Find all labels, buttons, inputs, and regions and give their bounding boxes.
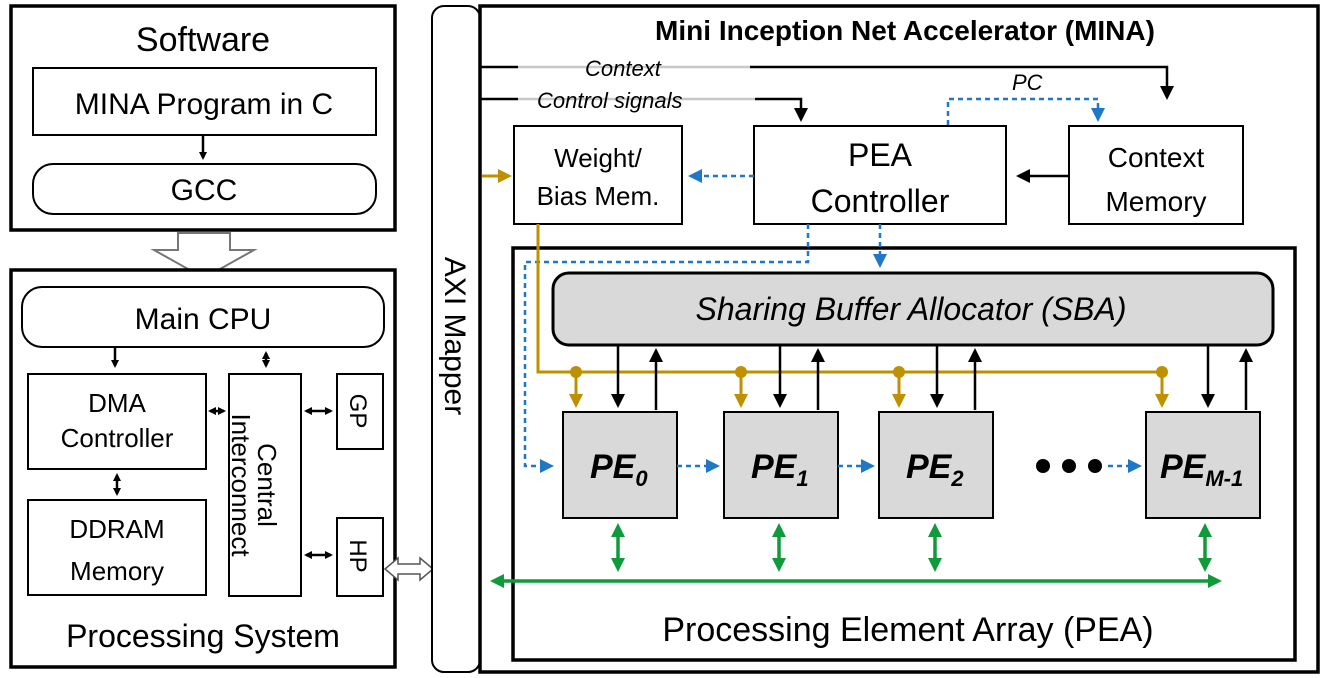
pe-bus-links [611, 523, 1212, 572]
context-memory-label-2: Memory [1105, 186, 1206, 217]
weight-label-2: Bias Mem. [537, 181, 660, 211]
context-label: Context [585, 56, 662, 81]
pe-m-1-sub: M-1 [1205, 466, 1243, 491]
control-signals-label: Control signals [537, 88, 683, 113]
pe-0: PE0 [562, 411, 678, 519]
sba-label: Sharing Buffer Allocator (SBA) [696, 291, 1127, 327]
pea-controller-label-2: Controller [811, 183, 950, 219]
pe-0-sub: 0 [635, 466, 648, 491]
pe-2-name: PE [906, 448, 953, 486]
main-cpu-box [21, 286, 385, 348]
svg-text:PE1: PE1 [751, 448, 809, 491]
weight-bias-memory-box [513, 125, 683, 225]
hp-label: HP [344, 539, 371, 572]
pe-2-sub: 2 [950, 466, 964, 491]
svg-text:PE2: PE2 [906, 448, 964, 491]
interconnect-label-2: Interconnect [226, 413, 256, 557]
pea-title: Processing Element Array (PEA) [662, 611, 1153, 649]
dma-label-2: Controller [61, 423, 174, 453]
pe-m-1-name: PE [1160, 448, 1207, 486]
pea-controller-label-1: PEA [848, 137, 913, 173]
dma-controller-box [27, 373, 207, 470]
compile-arrow [150, 232, 258, 280]
context-memory-label-1: Context [1108, 142, 1205, 173]
sba-pe-links [611, 345, 1253, 410]
svg-text:PE0: PE0 [590, 448, 648, 491]
processing-system-title: Processing System [66, 618, 340, 654]
gold-taps [569, 366, 1169, 408]
gp-label: GP [344, 394, 371, 429]
weight-label-1: Weight/ [554, 143, 642, 173]
interconnect-label-1: Central [252, 443, 282, 527]
ddram-memory-box [27, 499, 207, 596]
pe-2: PE2 [878, 411, 994, 519]
pe-m-1: PEM-1 [1145, 411, 1261, 519]
gcc-label: GCC [171, 174, 238, 207]
ddram-label-1: DDRAM [69, 514, 164, 544]
central-interconnect-box [228, 373, 302, 597]
pe-1-sub: 1 [796, 466, 808, 491]
svg-text:PEM-1: PEM-1 [1160, 448, 1243, 491]
mina-title: Mini Inception Net Accelerator (MINA) [655, 15, 1155, 46]
software-panel: Software MINA Program in C GCC [9, 4, 397, 232]
ddram-label-2: Memory [70, 556, 164, 586]
processing-system-panel: Main CPU DMA Controller DDRAM Memory Cen… [9, 268, 397, 669]
software-title: Software [136, 21, 270, 59]
gcc-box [32, 163, 377, 215]
pe-1: PE1 [723, 411, 839, 519]
pe-1-name: PE [751, 448, 798, 486]
ellipsis-dots [1036, 459, 1102, 473]
main-cpu-label: Main CPU [135, 303, 272, 336]
program-box [32, 67, 377, 136]
pe-0-name: PE [590, 448, 637, 486]
sba-box [551, 271, 1275, 347]
program-label: MINA Program in C [75, 88, 333, 121]
gp-port-box [336, 373, 384, 450]
context-memory-box [1068, 125, 1244, 225]
pea-controller-box [753, 125, 1007, 225]
pc-label: PC [1012, 70, 1043, 95]
hp-port-box [336, 517, 384, 597]
dma-label-1: DMA [88, 388, 146, 418]
axi-mapper-label: AXI Mapper [438, 257, 471, 415]
